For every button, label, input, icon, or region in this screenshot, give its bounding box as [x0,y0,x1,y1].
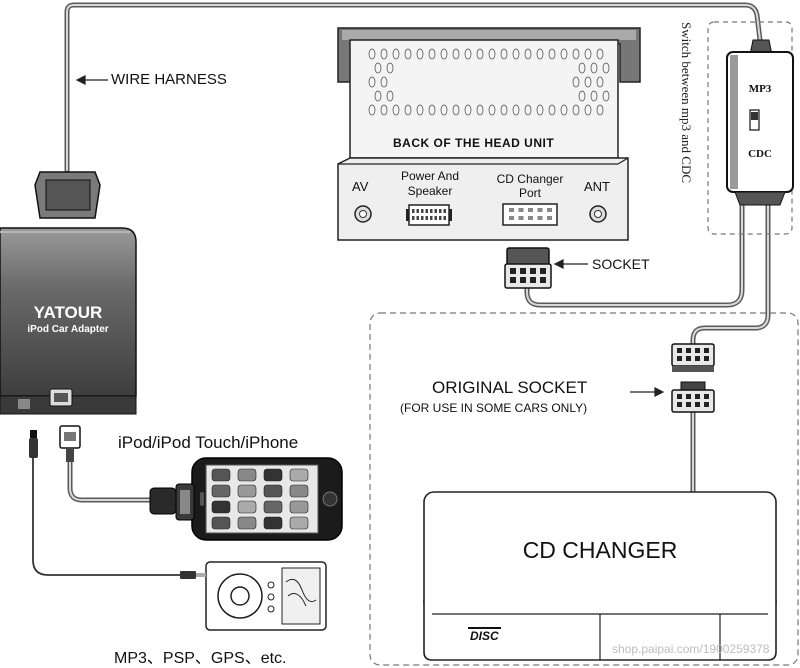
switch-cdc-label: CDC [748,148,772,160]
watermark: shop.paipai.com/1900259378 [612,642,770,656]
cd-changer-port-label-2: Port [518,186,541,200]
switch-to-original-socket-cable [690,197,771,348]
switch-box [726,39,794,206]
yatour-adapter [0,171,137,462]
iphone [191,457,343,541]
socket-connector [504,247,552,289]
original-socket [671,343,715,413]
mp3-player [205,561,327,631]
aux-plug [180,571,206,579]
head-unit-vent [368,48,610,116]
original-socket-label: ORIGINAL SOCKET [432,378,588,397]
head-unit-title: BACK OF THE HEAD UNIT [393,136,555,150]
power-speaker-connector [406,204,452,226]
av-label: AV [352,179,369,194]
switch-mp3-label: MP3 [748,83,772,95]
adapter-brand: YATOUR [33,303,103,322]
ipod-cable [67,457,163,503]
cables [32,2,771,576]
power-speaker-label-2: Speaker [407,184,453,198]
disc-logo: DISC [468,627,501,643]
cd-changer-area-outline [369,312,799,666]
dock-connector [149,483,195,521]
cd-changer-port [502,203,558,226]
power-speaker-label-1: Power And [400,169,460,183]
cd-changer-port-label-1: CD Changer [496,172,564,186]
ipod-devices-label: iPod/iPod Touch/iPhone [118,433,299,452]
socket-label: SOCKET [592,256,650,272]
adapter-subtitle: iPod Car Adapter [27,324,109,335]
head-unit [337,27,641,241]
other-devices-label: MP3、PSP、GPS、etc. [114,650,287,667]
cd-changer [423,491,777,661]
ant-label: ANT [584,179,610,194]
label-arrows [75,75,665,397]
original-socket-note: (FOR USE IN SOME CARS ONLY) [400,401,588,415]
wire-harness-label: WIRE HARNESS [111,71,227,88]
switch-note: Switch between mp3 and CDC [679,22,694,184]
cd-changer-label: CD CHANGER [522,537,678,563]
aux-cable [32,454,181,576]
